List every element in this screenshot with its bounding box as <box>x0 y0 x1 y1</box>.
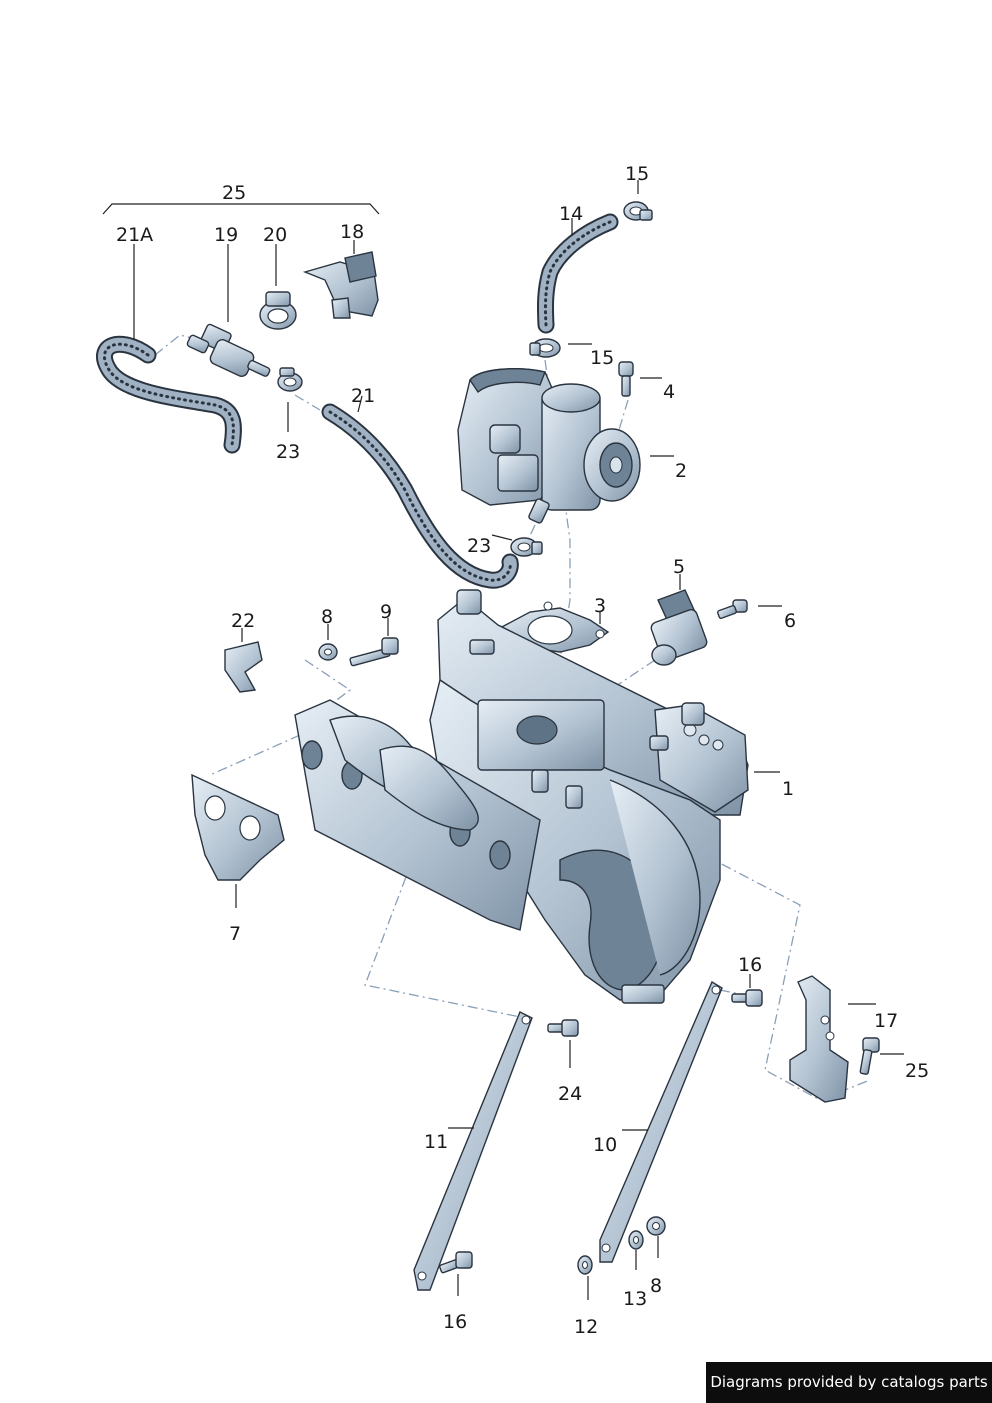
nut-8-lower <box>646 1216 666 1236</box>
callout-21a: 21A <box>116 224 153 246</box>
clamp-23-upper <box>277 367 303 392</box>
washer-12 <box>577 1255 593 1275</box>
hose-21 <box>321 403 519 589</box>
callout-9: 9 <box>380 601 392 623</box>
screw-4 <box>618 361 634 397</box>
hose-21a <box>96 335 242 454</box>
callout-20: 20 <box>263 224 287 246</box>
bolt-24 <box>547 1019 579 1037</box>
washer-13 <box>628 1230 644 1250</box>
bolt-16-lower <box>439 1251 473 1274</box>
bolt-16-upper <box>731 989 763 1007</box>
leader-lines <box>133 180 904 1300</box>
callout-21: 21 <box>351 385 375 407</box>
callout-11: 11 <box>424 1131 448 1153</box>
callout-8-lower: 8 <box>650 1275 662 1297</box>
callout-17: 17 <box>874 1010 898 1032</box>
callout-23-lower: 23 <box>467 535 491 557</box>
callout-2: 2 <box>675 460 687 482</box>
callout-6: 6 <box>784 610 796 632</box>
callout-8-upper: 8 <box>321 606 333 628</box>
callout-labels: 25 21A 19 20 18 23 21 14 15 15 4 2 23 5 … <box>116 163 929 1338</box>
callout-13: 13 <box>623 1288 647 1310</box>
intake-manifold-1 <box>294 589 749 1004</box>
callout-5: 5 <box>673 556 685 578</box>
credit-banner: Diagrams provided by catalogs parts <box>706 1362 992 1403</box>
valve-19 <box>186 323 271 377</box>
callout-3: 3 <box>594 595 606 617</box>
clamp-15-lower <box>529 338 561 358</box>
callout-25-top: 25 <box>222 182 246 204</box>
clamp-15-upper <box>623 201 653 221</box>
gasket-7 <box>191 773 285 881</box>
callout-14: 14 <box>559 203 583 225</box>
screw-25 <box>859 1037 880 1075</box>
screw-6 <box>717 599 748 619</box>
clip-20 <box>259 291 297 330</box>
callout-22: 22 <box>231 610 255 632</box>
callout-12: 12 <box>574 1316 598 1338</box>
callout-15-top: 15 <box>625 163 649 185</box>
support-bracket-10 <box>599 980 723 1263</box>
support-bracket-11 <box>413 1011 533 1291</box>
hose-14 <box>537 213 619 334</box>
callout-25-right: 25 <box>905 1060 929 1082</box>
callout-24: 24 <box>558 1083 582 1105</box>
clip-22 <box>224 641 263 693</box>
callout-16-lower: 16 <box>443 1311 467 1333</box>
callout-23-upper: 23 <box>276 441 300 463</box>
callout-15-mid: 15 <box>590 347 614 369</box>
sensor-5 <box>650 589 708 666</box>
callout-10: 10 <box>593 1134 617 1156</box>
callout-4: 4 <box>663 381 675 403</box>
nut-8-upper <box>318 643 338 661</box>
holder-18 <box>302 251 379 319</box>
group-bracket-25 <box>102 203 380 215</box>
bolt-9 <box>349 637 399 667</box>
clamp-23-lower <box>510 537 543 557</box>
throttle-body-2 <box>457 368 641 524</box>
bracket-17 <box>789 975 849 1103</box>
callout-7: 7 <box>229 923 241 945</box>
callout-16-upper: 16 <box>738 954 762 976</box>
callout-19: 19 <box>214 224 238 246</box>
callout-1: 1 <box>782 778 794 800</box>
callout-18: 18 <box>340 221 364 243</box>
